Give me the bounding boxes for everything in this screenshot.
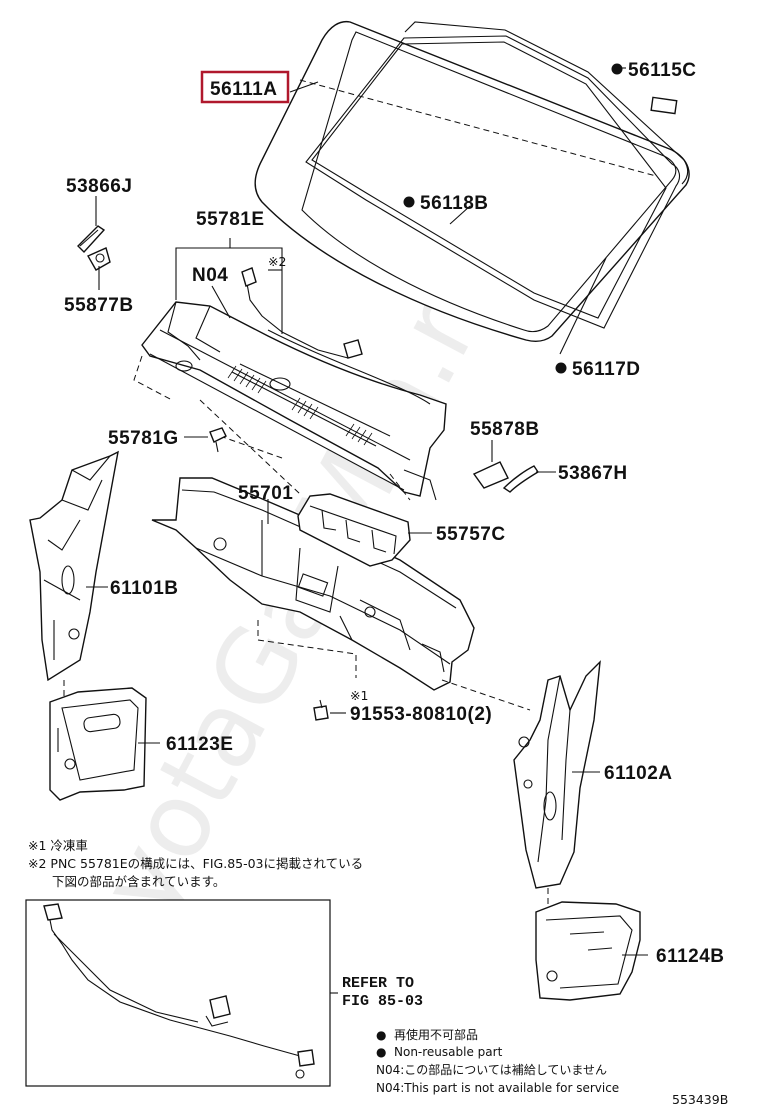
mark-kome2: ※2 [268,254,286,269]
label-91553[interactable]: 91553-80810(2) [350,704,492,725]
53866j-clip[interactable] [77,225,106,254]
label-56118b[interactable]: 56118B [420,193,489,214]
label-55781g[interactable]: 55781G [108,428,179,449]
legend-en: Non-reusable part [394,1045,503,1059]
legend-n04-jp: N04:この部品については補給していません [376,1062,607,1077]
cowl-top-louver[interactable] [141,301,447,501]
legend-bullet-1: ● [376,1028,386,1042]
label-55757c[interactable]: 55757C [436,524,506,545]
legend-jp: 再使用不可部品 [394,1027,478,1042]
61123e-panel[interactable] [49,687,147,801]
cowl-panel[interactable] [151,477,475,691]
refer-line2: FIG 85-03 [342,993,423,1010]
label-55877b[interactable]: 55877B [64,295,134,316]
label-n04[interactable]: N04 [192,265,228,286]
label-53867h[interactable]: 53867H [558,463,628,484]
53867h-cover[interactable] [502,465,539,493]
bullet-56117d [555,362,567,374]
bolt-91553[interactable] [313,699,329,721]
note-kome2-line1: ※2 PNC 55781Eの構成には、FIG.85-03に掲載されている [28,856,363,871]
bullet-56118b [403,196,415,208]
label-56111a[interactable]: 56111A [210,79,277,100]
label-55878b[interactable]: 55878B [470,419,540,440]
legend-n04-en: N04:This part is not available for servi… [376,1081,619,1095]
windshield-glass[interactable] [254,20,690,342]
bullet-56115c [611,63,623,75]
55781g-clip[interactable] [209,427,227,453]
refer-line1: REFER TO [342,975,414,992]
highlight-box [200,70,290,104]
56115c-spacer[interactable] [650,96,678,115]
55878b-seal[interactable] [472,461,509,489]
61124b-panel[interactable] [535,901,641,1001]
label-56117d[interactable]: 56117D [572,359,641,380]
61102a-panel[interactable] [513,660,601,889]
label-56115c[interactable]: 56115C [628,60,697,81]
label-61123e[interactable]: 61123E [166,734,233,755]
label-53866j[interactable]: 53866J [66,176,132,197]
diagram-id: 553439B [672,1092,728,1107]
legend-bullet-2: ● [376,1045,386,1059]
55757c-bracket[interactable] [297,493,411,567]
label-61124b[interactable]: 61124B [656,946,725,967]
label-55701[interactable]: 55701 [238,483,293,504]
note-kome1: ※1 冷凍車 [28,838,88,853]
inset-box [25,899,331,1087]
55877b-retainer[interactable] [87,247,111,271]
61101b-panel[interactable] [29,450,119,682]
washer-hose [245,277,349,359]
mark-kome1: ※1 [350,688,368,703]
label-61102a[interactable]: 61102A [604,763,673,784]
label-61101b[interactable]: 61101B [110,578,179,599]
note-kome2-line2: 下図の部品が含まれています。 [52,874,225,889]
label-55781e[interactable]: 55781E [196,209,265,230]
